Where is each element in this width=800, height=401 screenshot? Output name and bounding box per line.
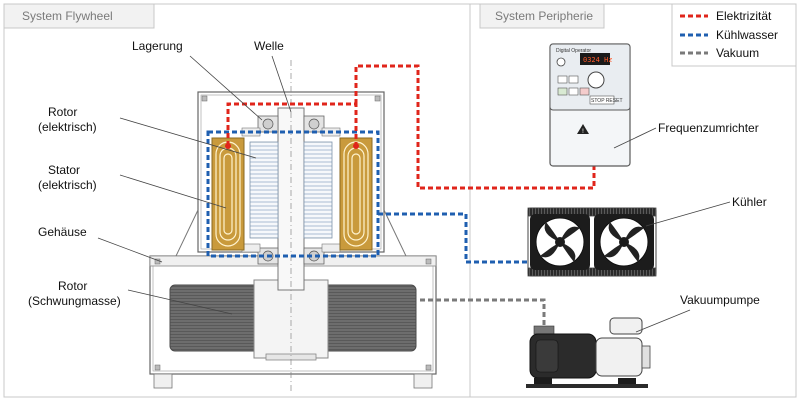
- legend-vacuum-label: Vakuum: [716, 46, 759, 60]
- flywheel-hub: [253, 279, 329, 359]
- frequency-inverter: Digital Operator 0324 Hz STOP RESET !: [549, 43, 631, 167]
- leader-kuehler: [645, 201, 731, 227]
- inverter-brand: Digital Operator: [556, 48, 591, 54]
- rotor-electric-left: [249, 141, 279, 239]
- inverter-display: [580, 53, 610, 65]
- periphery-section-tab: [479, 3, 605, 29]
- electricity-line-to-inverter: [354, 64, 596, 190]
- label-vakuumpumpe: Vakuumpumpe: [680, 293, 760, 307]
- stator-right: [339, 137, 373, 251]
- inverter-stop-button[interactable]: [589, 95, 615, 105]
- flywheel-section-title: System Flywheel: [22, 9, 113, 23]
- coolant-line: [206, 130, 380, 258]
- leader-gehaeuse: [97, 237, 163, 263]
- label-frequenzumrichter: Frequenzumrichter: [658, 121, 759, 135]
- leader-rotor-mass: [127, 289, 233, 315]
- cooler: [527, 207, 657, 277]
- label-rotor-mass-1: Rotor: [58, 279, 87, 293]
- legend-coolant-label: Kühlwasser: [716, 28, 778, 42]
- electricity-line: [226, 102, 358, 146]
- periphery-section-title: System Peripherie: [495, 9, 593, 23]
- label-gehaeuse: Gehäuse: [38, 225, 87, 239]
- leader-rotor-electric: [119, 117, 257, 159]
- label-rotor-mass-2: (Schwungmasse): [28, 294, 121, 308]
- inverter-key-5[interactable]: [579, 87, 590, 96]
- label-welle: Welle: [254, 39, 284, 53]
- label-kuehler: Kühler: [732, 195, 767, 209]
- rotor-electric-right: [303, 141, 333, 239]
- inverter-key-1[interactable]: [557, 75, 568, 84]
- legend-electricity-label: Elektrizität: [716, 9, 772, 23]
- cooler-fan-right-blades: [604, 222, 644, 262]
- electricity-terminal-left: [225, 143, 231, 149]
- inverter-power-button[interactable]: [556, 57, 566, 67]
- inverter-key-4[interactable]: [568, 87, 579, 96]
- leader-frequenz: [613, 127, 657, 149]
- leader-vakuumpumpe: [635, 309, 691, 333]
- coolant-line-to-cooler: [378, 212, 528, 264]
- label-rotor-electric-1: Rotor: [48, 105, 77, 119]
- label-rotor-electric-2: (elektrisch): [38, 120, 97, 134]
- vacuum-pump: [526, 317, 651, 388]
- leader-stator: [119, 174, 227, 209]
- label-lagerung: Lagerung: [132, 39, 183, 53]
- label-stator-1: Stator: [48, 163, 80, 177]
- vacuum-line: [420, 298, 546, 326]
- leader-lagerung: [189, 55, 263, 121]
- warning-icon: [577, 124, 589, 134]
- electricity-terminal-right: [353, 143, 359, 149]
- stator-left: [211, 137, 245, 251]
- warning-icon-mark: !: [582, 128, 584, 135]
- flywheel-section-tab: [3, 3, 155, 29]
- inverter-stop-label: STOP RESET: [591, 98, 623, 104]
- inverter-dial[interactable]: [587, 71, 605, 89]
- legend: Elektrizität Kühlwasser Vakuum: [671, 3, 797, 67]
- cooler-fan-left-blades: [540, 222, 580, 262]
- leader-welle: [271, 55, 292, 113]
- inverter-key-3[interactable]: [557, 87, 568, 96]
- label-stator-2: (elektrisch): [38, 178, 97, 192]
- inverter-key-2[interactable]: [568, 75, 579, 84]
- periphery-section-frame: [469, 3, 797, 398]
- inverter-display-value: 0324 Hz: [583, 56, 613, 64]
